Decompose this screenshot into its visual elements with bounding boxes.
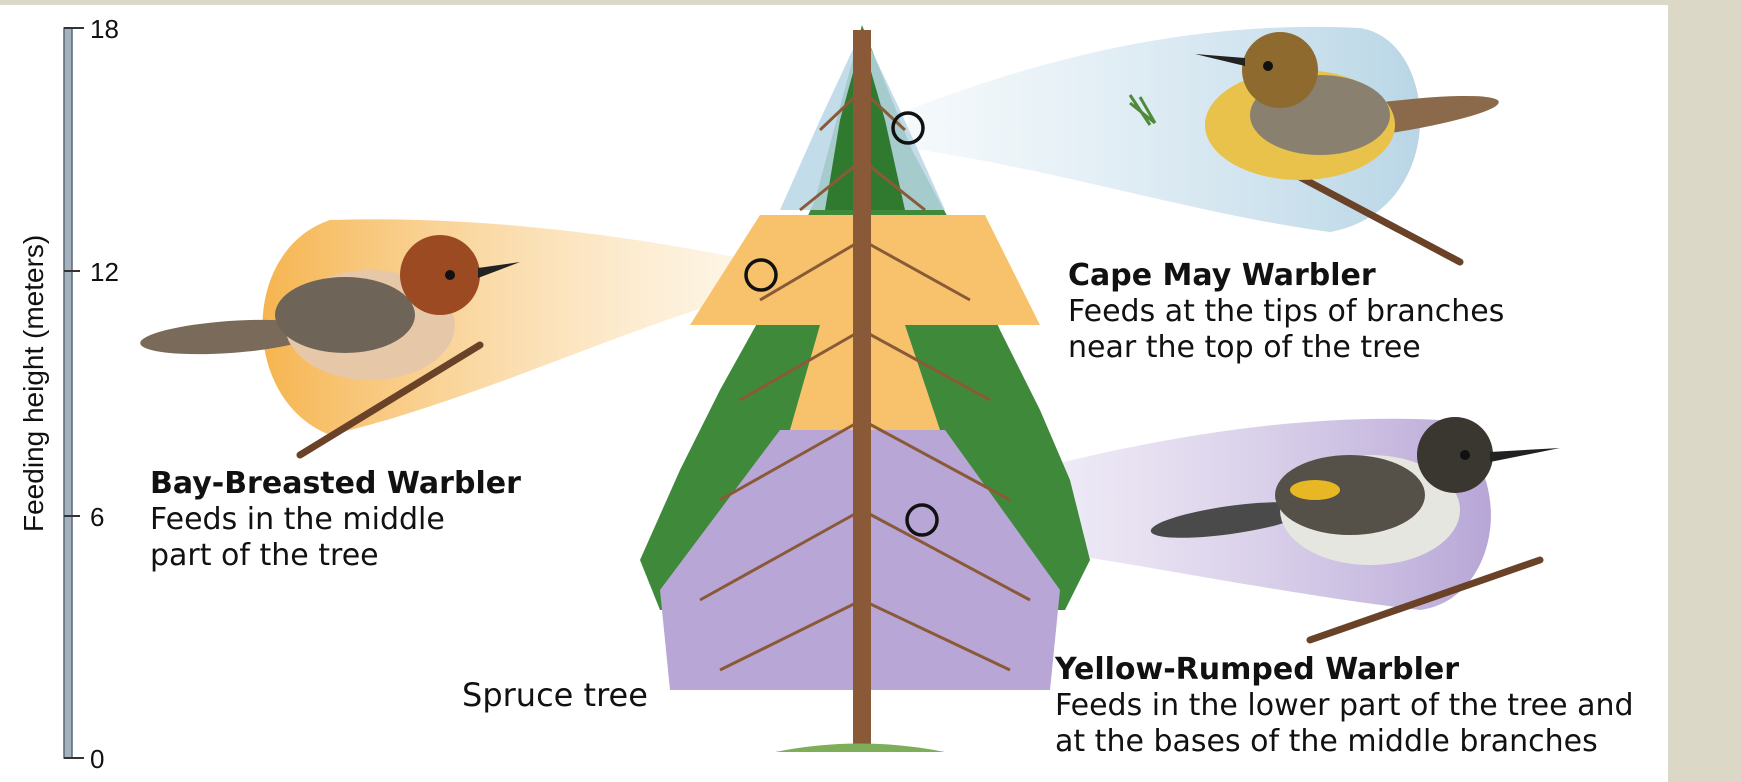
yellow-rumped-desc-line-1: Feeds in the lower part of the tree and xyxy=(1055,688,1634,724)
tick-18: 18 xyxy=(90,14,119,45)
tick-12: 12 xyxy=(90,257,119,288)
tree-trunk xyxy=(853,30,871,750)
cape-may-label: Cape May Warbler Feeds at the tips of br… xyxy=(1068,258,1504,366)
yellow-rumped-desc-line-2: at the bases of the middle branches xyxy=(1055,724,1634,760)
bay-breasted-desc-line-2: part of the tree xyxy=(150,538,521,574)
tick-6: 6 xyxy=(90,502,104,533)
cape-may-name: Cape May Warbler xyxy=(1068,258,1504,294)
height-scale-bar xyxy=(64,28,84,758)
cape-may-desc-line-2: near the top of the tree xyxy=(1068,330,1504,366)
axis-title: Feeding height (meters) xyxy=(18,252,50,532)
tick-0: 0 xyxy=(90,744,104,775)
bay-breasted-name: Bay-Breasted Warbler xyxy=(150,466,521,502)
bay-breasted-label: Bay-Breasted Warbler Feeds in the middle… xyxy=(150,466,521,574)
bay-breasted-desc-line-1: Feeds in the middle xyxy=(150,502,521,538)
yellow-rumped-name: Yellow-Rumped Warbler xyxy=(1055,652,1634,688)
cape-may-desc-line-1: Feeds at the tips of branches xyxy=(1068,294,1504,330)
tree-label: Spruce tree xyxy=(462,676,648,714)
grass-tuft xyxy=(775,744,945,753)
yellow-rumped-label: Yellow-Rumped Warbler Feeds in the lower… xyxy=(1055,652,1634,760)
